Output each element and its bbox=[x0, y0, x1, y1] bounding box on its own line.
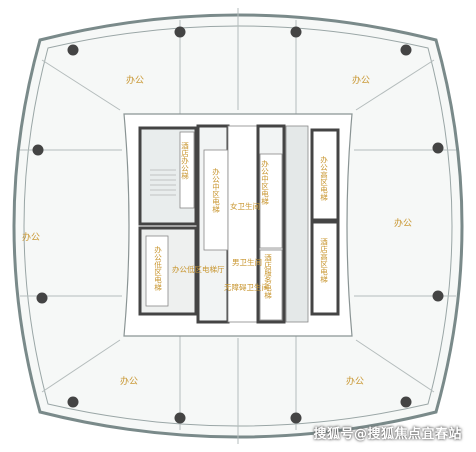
perimeter-columns bbox=[32, 26, 444, 424]
zone-office-sw: 办公 bbox=[120, 375, 138, 387]
label-fire-lift: 无障碍卫生间 bbox=[224, 282, 269, 292]
label-hotel-service-lift: 酒店服务电梯 bbox=[263, 254, 272, 300]
zone-office-nw: 办公 bbox=[126, 74, 144, 86]
label-office-mid-lift-b: 办公中区电梯 bbox=[260, 159, 269, 207]
core-rooms bbox=[138, 124, 340, 324]
label-male-wc: 男卫生间 bbox=[232, 257, 262, 267]
watermark-text: 搜狐号@搜狐焦点宜春站 bbox=[313, 427, 462, 442]
zone-office-e: 办公 bbox=[394, 217, 412, 229]
zone-office-w: 办公 bbox=[22, 231, 40, 243]
label-hotel-office-lift: 酒店办公梯 bbox=[180, 142, 189, 181]
label-office-low-lift: 办公低区电梯 bbox=[153, 245, 162, 292]
label-female-wc: 女卫生间 bbox=[230, 201, 260, 211]
label-office-low-lobby: 办公低区电梯厅 bbox=[172, 264, 225, 274]
label-office-mid-lift-a: 办公中区电梯 bbox=[211, 167, 220, 215]
label-office-high-lift: 办公高区电梯 bbox=[319, 155, 328, 203]
zone-office-ne: 办公 bbox=[352, 74, 370, 86]
zone-office-se: 办公 bbox=[346, 375, 364, 387]
label-hotel-high-lift: 酒店高区电梯 bbox=[319, 238, 328, 284]
inner-facade bbox=[23, 25, 453, 427]
